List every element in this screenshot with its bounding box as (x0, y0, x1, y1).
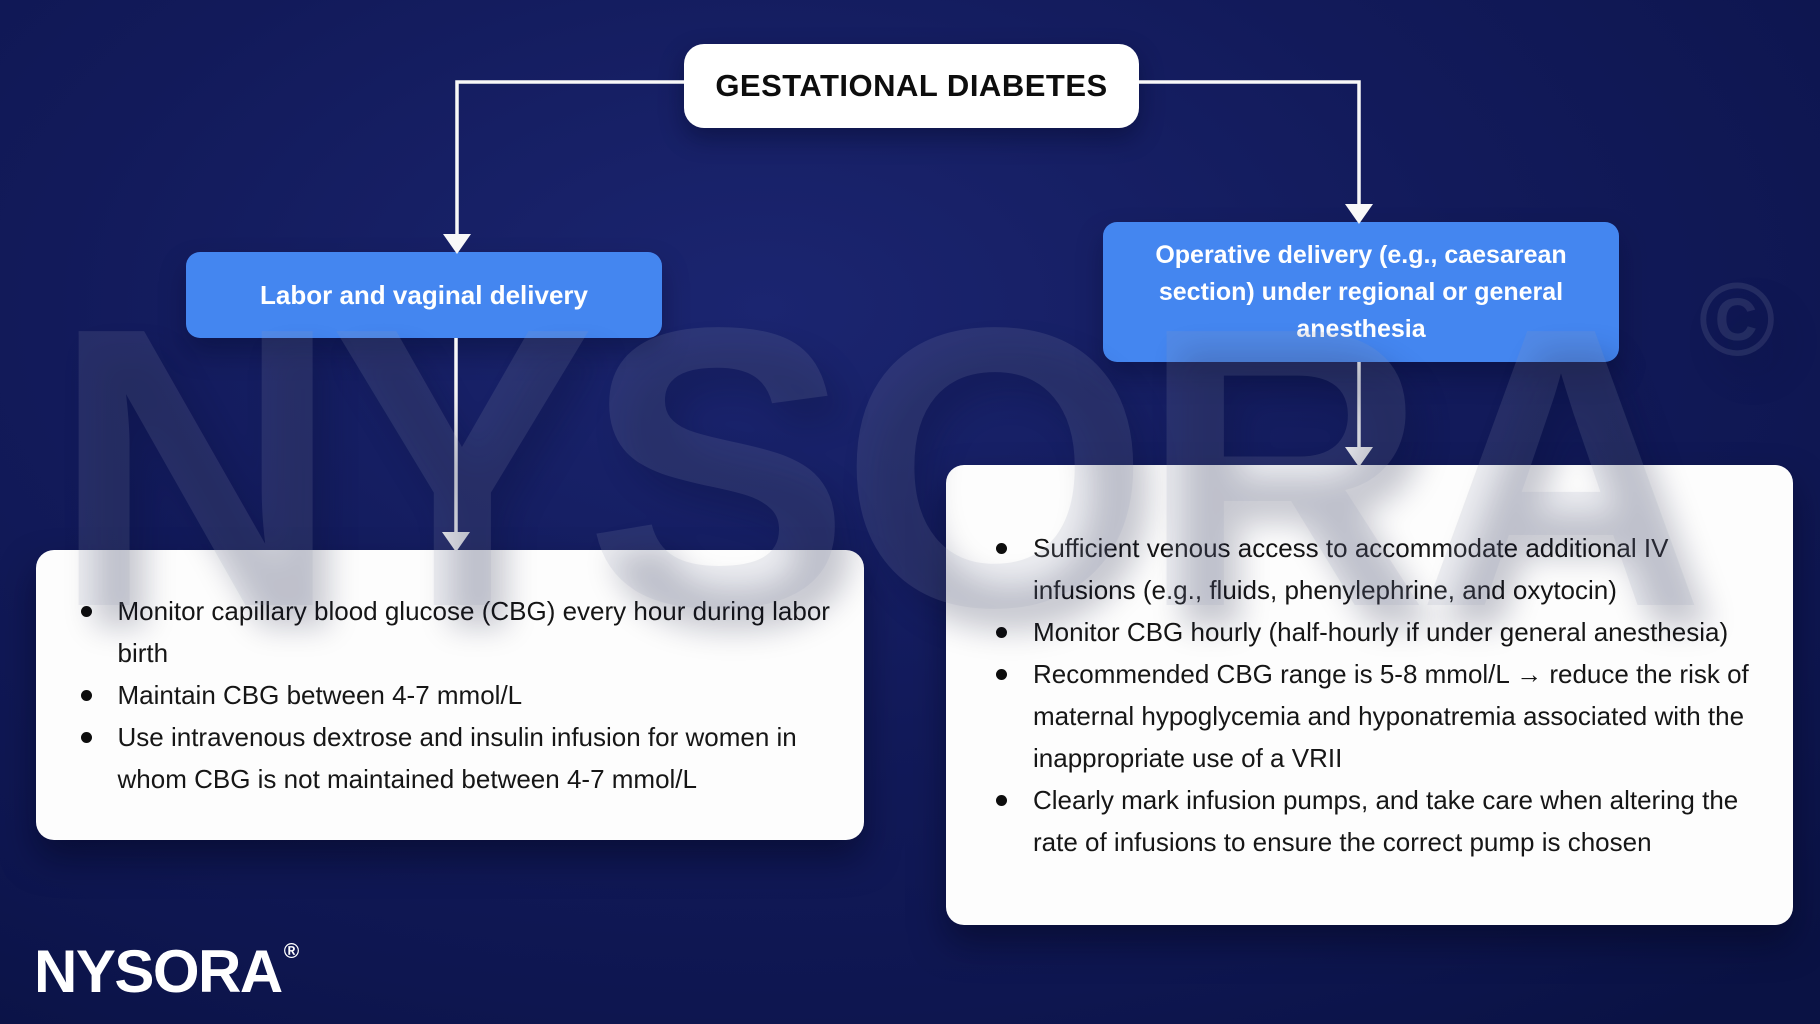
arrowhead-left-details (442, 532, 470, 552)
connector-title-to-left-branch (455, 80, 684, 237)
bullet-text: Maintain CBG between 4-7 mmol/L (117, 680, 523, 710)
branch-label: Labor and vaginal delivery (260, 279, 588, 310)
bullet-dot (996, 795, 1007, 806)
bullet-text: Recommended CBG range is 5-8 mmol/L → re… (1033, 659, 1749, 773)
bullet-dot (80, 732, 92, 743)
detail-box-operative-delivery: Sufficient venous access to accommodate … (946, 465, 1793, 925)
bullet-text: Use intravenous dextrose and insulin inf… (117, 722, 797, 794)
bullet-item: Clearly mark infusion pumps, and take ca… (996, 779, 1753, 863)
branch-node-operative-delivery: Operative delivery (e.g., caesarean sect… (1103, 222, 1619, 362)
bullet-dot (996, 543, 1007, 554)
arrowhead-left-branch (443, 234, 471, 254)
bullet-item: Sufficient venous access to accommodate … (996, 527, 1753, 611)
bullet-list: Monitor capillary blood glucose (CBG) ev… (80, 590, 838, 800)
bullet-dot (996, 627, 1007, 638)
bullet-item: Monitor CBG hourly (half-hourly if under… (996, 611, 1753, 653)
bullet-dot (80, 690, 92, 701)
bullet-text: Monitor CBG hourly (half-hourly if under… (1033, 617, 1729, 647)
branch-label: Operative delivery (e.g., caesarean sect… (1155, 240, 1567, 343)
bullet-item: Recommended CBG range is 5-8 mmol/L → re… (996, 653, 1753, 779)
bullet-dot (80, 606, 92, 617)
arrowhead-right-branch (1345, 204, 1373, 224)
root-node-gestational-diabetes: GESTATIONAL DIABETES (684, 44, 1139, 128)
bullet-list: Sufficient venous access to accommodate … (996, 527, 1753, 863)
detail-box-labor-vaginal-delivery: Monitor capillary blood glucose (CBG) ev… (36, 550, 864, 840)
bullet-dot (996, 669, 1007, 680)
bullet-text: Sufficient venous access to accommodate … (1033, 533, 1669, 605)
bullet-text: Clearly mark infusion pumps, and take ca… (1033, 785, 1739, 857)
branch-node-labor-vaginal-delivery: Labor and vaginal delivery (186, 252, 662, 338)
nysora-logo: NYSORA® (34, 937, 299, 1006)
bullet-item: Monitor capillary blood glucose (CBG) ev… (80, 590, 838, 674)
logo-text: NYSORA (34, 938, 283, 1005)
bullet-text: Monitor capillary blood glucose (CBG) ev… (117, 596, 830, 668)
connector-title-to-right-branch (1139, 80, 1361, 207)
copyright-symbol: © (1698, 262, 1776, 378)
bullet-item: Maintain CBG between 4-7 mmol/L (80, 674, 838, 716)
registered-symbol: ® (283, 940, 300, 963)
bullet-item: Use intravenous dextrose and insulin inf… (80, 716, 838, 800)
arrowhead-right-details (1345, 447, 1373, 467)
page-title: GESTATIONAL DIABETES (715, 68, 1108, 103)
